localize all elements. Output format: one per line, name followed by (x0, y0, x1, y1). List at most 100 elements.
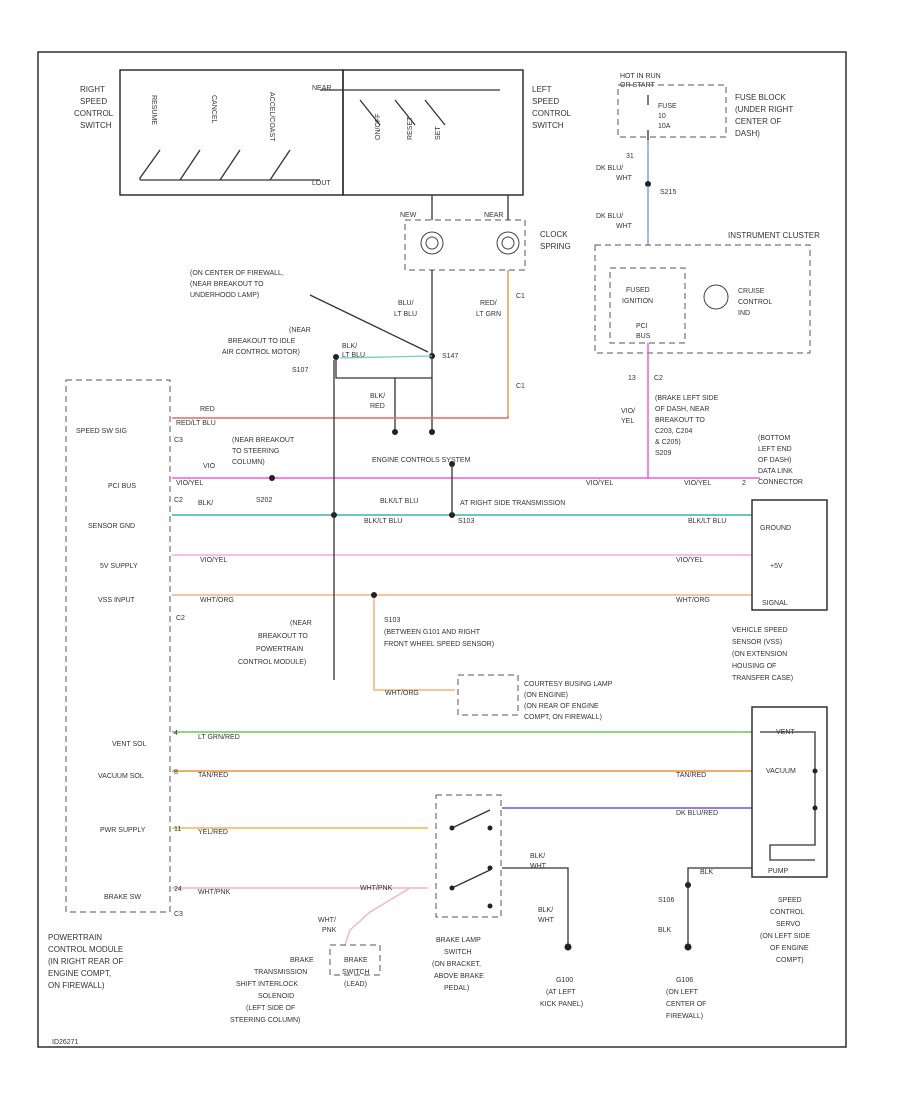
wire-blkred-label-1: BLK/ (370, 393, 385, 400)
pcm-pin-vacuum: VACUUM SOL (98, 773, 144, 780)
pcm-pin-pci: PCI BUS (108, 483, 136, 490)
pcm-pin-vent: VENT SOL (112, 741, 147, 748)
wire-brake-color: WHT/PNK (198, 889, 231, 896)
brake-left-note-5: & C205) (655, 439, 681, 446)
vehicle-speed-sensor: GROUND +5V SIGNAL VEHICLE SPEED SENSOR (… (732, 499, 828, 682)
fuse-wire-color-2b: WHT (616, 223, 633, 230)
clock-spring: CLOCK SPRING NEW NEAR (400, 195, 571, 271)
wire-pci-color: VIO (203, 463, 216, 470)
steering-note-1: (NEAR BREAKOUT (232, 437, 295, 444)
splice-s215-dot (645, 181, 651, 187)
fuse-name: FUSE (658, 103, 677, 110)
reset-label: RESET (407, 116, 414, 140)
left-switch-label-4: SWITCH (532, 121, 564, 130)
wire-ltblu-label: LT BLU (394, 311, 417, 318)
vss-label-4: HOUSING OF (732, 663, 776, 670)
brake-sw-label-4: ABOVE BRAKE (434, 973, 484, 980)
pcm-label-3: (IN RIGHT REAR OF (48, 957, 124, 966)
pcm-c2-label-2: C2 (176, 615, 185, 622)
btsi-sw-label-3: (LEAD) (344, 981, 367, 988)
vss-label-1: VEHICLE SPEED (732, 627, 788, 634)
g100-wire-2: WHT (530, 863, 547, 870)
instrument-cluster: INSTRUMENT CLUSTER FUSED IGNITION PCI BU… (594, 231, 820, 478)
right-switch-label-4: SWITCH (80, 121, 112, 130)
wire-servo-color: DK BLU/RED (676, 810, 718, 817)
pcm-breakout-3: POWERTRAIN (256, 646, 303, 653)
right-switch-label-3: CONTROL (74, 109, 114, 118)
cruise-lamp-label-3: IND (738, 310, 750, 317)
left-switch-top-label: NEAR (312, 85, 331, 92)
data-link-connector: (BOTTOM LEFT END OF DASH) DATA LINK CONN… (742, 435, 803, 487)
splice-s107-label: S107 (292, 367, 308, 374)
dlc-label-2: LEFT END (758, 446, 792, 453)
cruise-indicator-lamp (703, 284, 729, 310)
g106-desc-1: (ON LEFT (666, 989, 699, 996)
wire-pci-color-2: VIO/YEL (176, 480, 203, 487)
g100-label: G100 (556, 977, 573, 984)
wire-pci-color-4: VIO/YEL (684, 480, 711, 487)
pcm-pin-sensor-gnd: SENSOR GND (88, 523, 135, 530)
splice-s202-label: S202 (256, 497, 272, 504)
wire-vss-color-2: WHT/ORG (676, 597, 710, 604)
idle-note-2: BREAKOUT TO IDLE (228, 338, 296, 345)
g100-wire-3: BLK/ (538, 907, 553, 914)
clock-c1-label: C1 (516, 293, 525, 300)
c1-label-2: C1 (516, 383, 525, 390)
right-switch-label-1: RIGHT (80, 85, 105, 94)
fuse-amps: 10A (658, 123, 671, 130)
btsi-sw-label-1: BRAKE (344, 957, 368, 964)
left-switch-label-2: SPEED (532, 97, 559, 106)
hot-in-run-label: HOT IN RUN (620, 73, 661, 80)
pin-pwr: 11 (174, 826, 181, 833)
diagram-frame (37, 51, 847, 1048)
courtesy-label-2: (ON ENGINE) (524, 692, 568, 699)
wire-speed-sw-color: RED (200, 406, 215, 413)
pcm-label-4: ENGINE COMPT, (48, 969, 111, 978)
brake-left-note-3: BREAKOUT TO (655, 417, 705, 424)
brake-lamp-switch: BRAKE LAMP SWITCH (ON BRACKET, ABOVE BRA… (432, 794, 502, 992)
wire-sensor-gnd-color: BLK/ (198, 500, 213, 507)
pcm-pin-5v: 5V SUPPLY (100, 563, 138, 570)
fuse-wire-color-2: DK BLU/ (596, 213, 623, 220)
g106-wire-1: BLK (700, 869, 714, 876)
splice-s202-dot (269, 475, 275, 481)
splice-dot-a (392, 429, 398, 435)
pcm-pin-vss: VSS INPUT (98, 597, 136, 604)
pcm-pin-brake: BRAKE SW (104, 894, 141, 901)
upper-splices: (ON CENTER OF FIREWALL, (NEAR BREAKOUT T… (190, 270, 525, 435)
right-switch-label-2: SPEED (80, 97, 107, 106)
wire-courtesy-lamp (373, 598, 455, 691)
left-switch-label-3: CONTROL (532, 109, 572, 118)
fuse-block-label-1: FUSE BLOCK (735, 93, 786, 102)
left-speed-control-switch: LEFT SPEED CONTROL SWITCH NEAR LOUT ON/O… (312, 69, 572, 196)
brake-sw-label-3: (ON BRACKET, (432, 961, 481, 968)
clock-spring-label-1: CLOCK (540, 230, 568, 239)
pcm-label-5: ON FIREWALL) (48, 981, 105, 990)
wire-pwr-color: YEL/RED (198, 829, 228, 836)
brake-left-note-2: OF DASH, NEAR (655, 406, 709, 413)
splice-s107-dot (333, 354, 339, 360)
g106-desc-2: CENTER OF (666, 1001, 706, 1008)
pcm-breakout-1: (NEAR (290, 620, 312, 627)
clock-right-label: NEAR (484, 212, 503, 219)
pci-label: PCI (636, 323, 648, 330)
dlc-label-1: (BOTTOM (758, 435, 790, 442)
wire-sensor-gnd-color-2: BLK/LT BLU (364, 518, 402, 525)
left-switch-bottom-label: LOUT (312, 180, 331, 187)
idle-note-1: (NEAR (289, 327, 311, 334)
fuse-block: HOT IN RUN OR START FUSE 10 10A FUSE BLO… (596, 73, 793, 245)
cluster-wire-yel: YEL (621, 418, 634, 425)
courtesy-label-1: COURTESY BUSING LAMP (524, 681, 613, 688)
pcm-c3-top: C3 (174, 437, 183, 444)
ignition-label: IGNITION (622, 298, 653, 305)
courtesy-lamp: COURTESY BUSING LAMP (ON ENGINE) (ON REA… (457, 674, 613, 721)
instrument-cluster-label: INSTRUMENT CLUSTER (728, 231, 820, 240)
g106-splice: S106 (658, 897, 674, 904)
vss-label-3: (ON EXTENSION (732, 651, 787, 658)
diagram-id: ID26271 (52, 1039, 79, 1046)
dlc-pin: 2 (742, 480, 746, 487)
btsi-label-5: (LEFT SIDE OF (246, 1005, 295, 1012)
brake-left-note-4: C203, C204 (655, 428, 692, 435)
pcm-label-2: CONTROL MODULE (48, 945, 123, 954)
